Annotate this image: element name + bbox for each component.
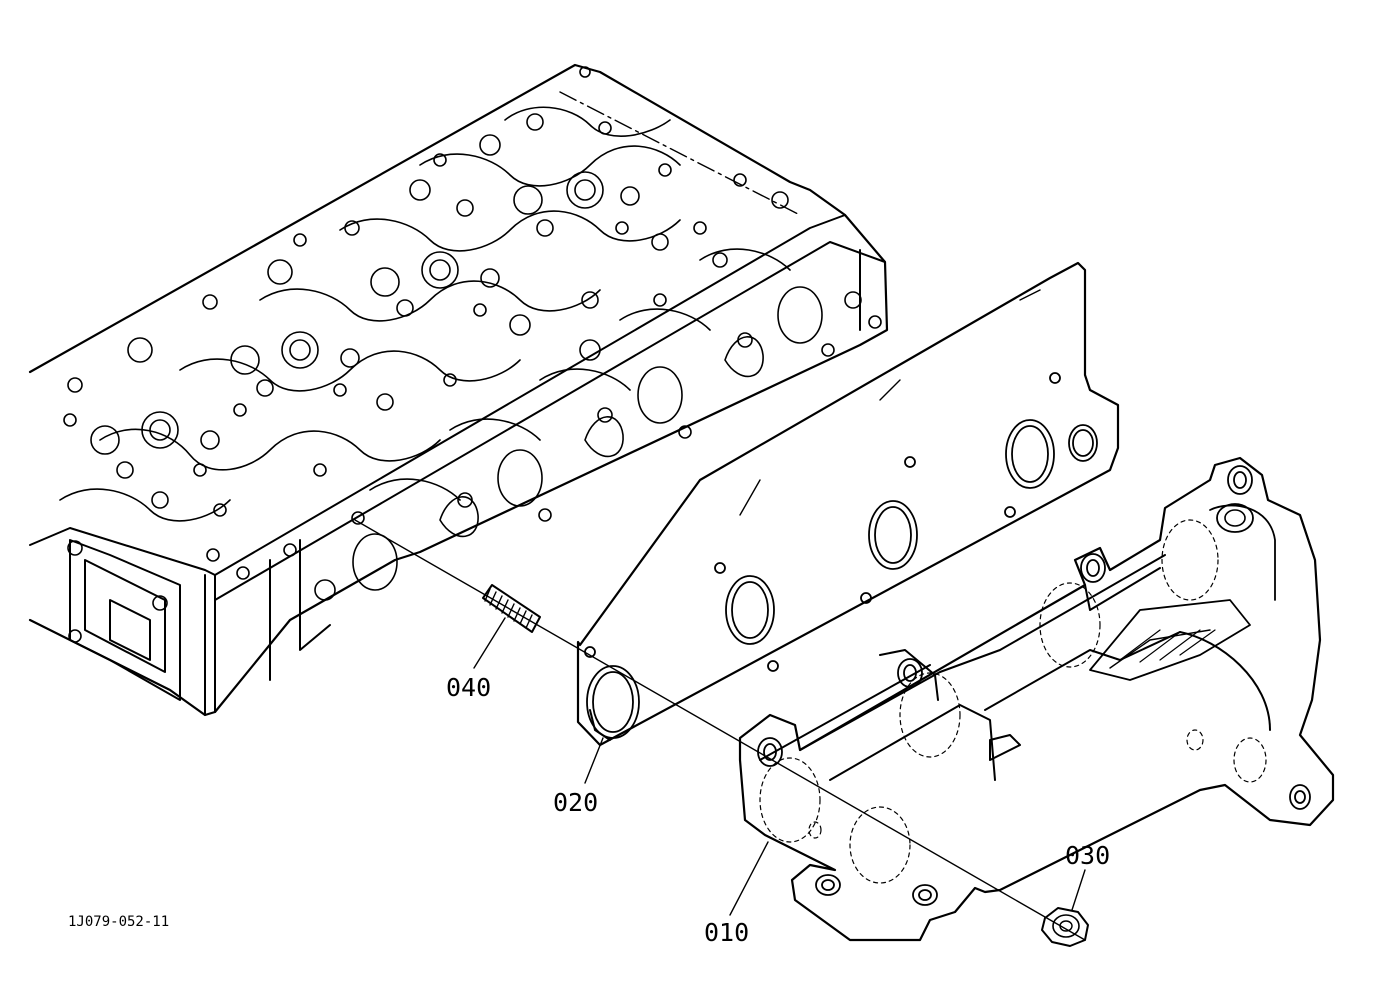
- leader-030: [1071, 869, 1086, 911]
- nut-illustration: [1041, 907, 1089, 947]
- exhaust-manifold-illustration: [738, 456, 1335, 942]
- drawing-reference-id: 1J079-052-11: [68, 914, 170, 930]
- leader-040: [473, 617, 506, 669]
- callout-030: 030: [1065, 841, 1111, 870]
- callout-040: 040: [446, 673, 492, 702]
- gasket-illustration: [576, 261, 1120, 747]
- leader-010: [729, 841, 769, 916]
- assembly-centerline: [354, 519, 1086, 941]
- cylinder-head-illustration: [28, 63, 889, 717]
- leader-020: [584, 737, 604, 784]
- stud-illustration: [482, 584, 541, 633]
- leader-lines: [473, 617, 1086, 916]
- callout-020: 020: [553, 788, 599, 817]
- callout-010: 010: [704, 918, 750, 947]
